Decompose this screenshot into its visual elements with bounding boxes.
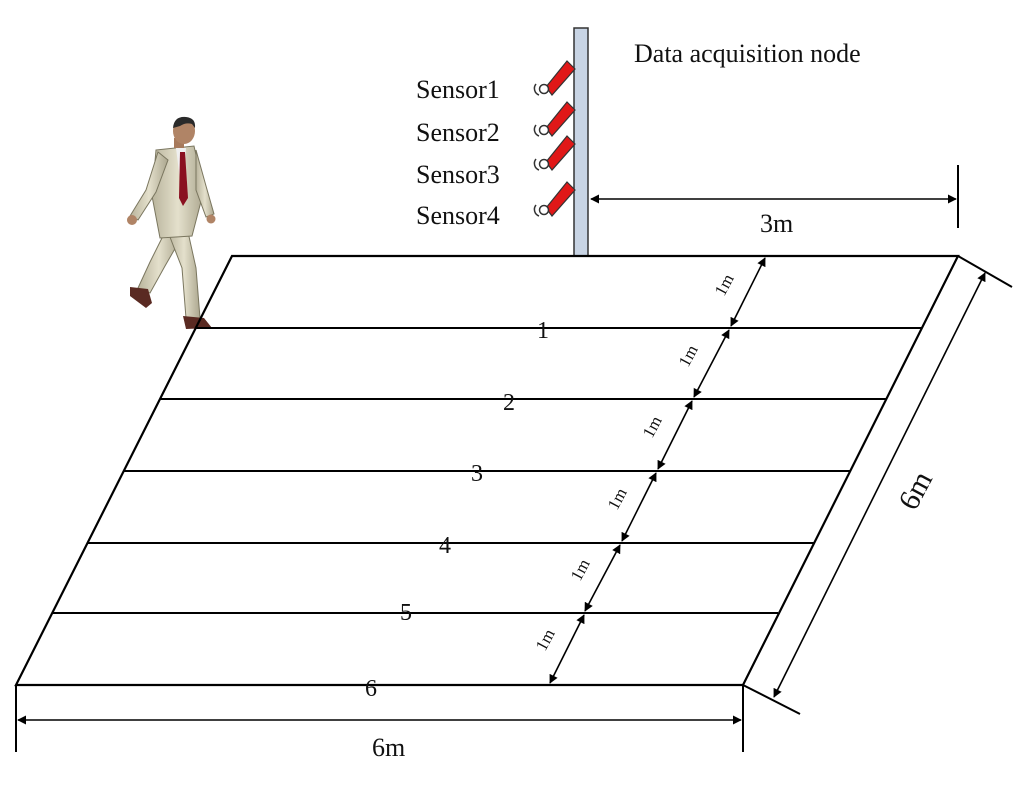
spacing-label-5: 1m bbox=[567, 556, 594, 584]
line-number-2: 2 bbox=[503, 390, 515, 416]
spacing-label-1: 1m bbox=[711, 271, 738, 299]
dim-bottom-label: 6m bbox=[372, 733, 405, 762]
line-number-1: 1 bbox=[537, 318, 549, 344]
spacing-label-3: 1m bbox=[639, 413, 666, 441]
spacing-arrow-1 bbox=[730, 257, 766, 327]
dim-3m-label: 3m bbox=[760, 209, 793, 238]
spacing-arrow-4 bbox=[621, 472, 657, 542]
sensor-label-3: Sensor3 bbox=[416, 160, 500, 189]
sensor-label-2: Sensor2 bbox=[416, 118, 500, 147]
line-number-4: 4 bbox=[439, 533, 451, 559]
acquisition-pole bbox=[573, 27, 589, 257]
walking-person-icon bbox=[127, 116, 216, 329]
dim-right-label: 6m bbox=[892, 466, 939, 515]
line-number-6: 6 bbox=[365, 676, 377, 702]
sensor-label-4: Sensor4 bbox=[416, 201, 500, 230]
spacing-arrow-6 bbox=[549, 614, 585, 684]
dim-right-tick-bottom bbox=[742, 684, 801, 715]
sensor-2-icon bbox=[533, 101, 576, 137]
spacing-arrow-2 bbox=[693, 329, 730, 398]
spacing-arrow-5 bbox=[584, 544, 621, 612]
sensor-4-icon bbox=[533, 181, 576, 217]
spacing-label-2: 1m bbox=[675, 342, 702, 370]
dim-right-tick-top bbox=[957, 255, 1013, 288]
spacing-label-6: 1m bbox=[532, 626, 559, 654]
sensor-1-icon bbox=[533, 60, 576, 96]
sensor-label-1: Sensor1 bbox=[416, 75, 500, 104]
line-number-5: 5 bbox=[400, 600, 412, 626]
spacing-arrow-3 bbox=[657, 400, 693, 470]
line-number-3: 3 bbox=[471, 461, 483, 487]
sensor-3-icon bbox=[533, 135, 576, 171]
node-label: Data acquisition node bbox=[634, 39, 861, 68]
dim-right-arrow bbox=[773, 272, 986, 698]
spacing-label-4: 1m bbox=[604, 485, 631, 513]
